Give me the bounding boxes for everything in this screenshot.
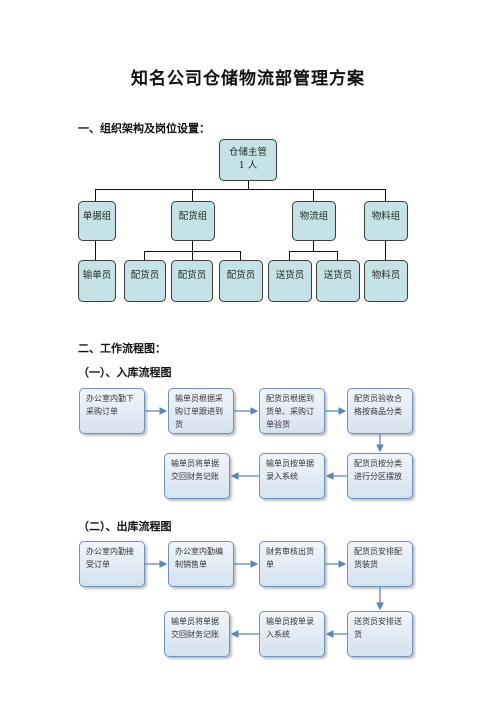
- org-connector: [192, 251, 193, 260]
- org-connector: [313, 189, 314, 201]
- inbound-step-7: 输单员将单据交回财务记账: [164, 453, 230, 499]
- org-group-logistics: 物流组: [292, 201, 336, 241]
- inbound-step-6: 输单员按单据录入系统: [259, 453, 325, 499]
- org-supervisor-box: 仓储主管 1 人: [219, 139, 277, 181]
- org-member-box: 送货员: [268, 260, 312, 302]
- section-workflow-heading: 二、工作流程图：: [78, 342, 166, 355]
- outbound-step-7: 输单员将单据交回财务记账: [164, 611, 230, 657]
- inbound-step-5: 配货员按分类进行分区摆放: [347, 453, 413, 499]
- org-connector: [95, 189, 96, 201]
- outbound-step-4: 配货员安排配货装货: [347, 541, 413, 587]
- document-title: 知名公司仓储物流部管理方案: [131, 69, 365, 89]
- org-group-distribution: 配货组: [171, 201, 215, 241]
- org-member-box: 配货员: [171, 260, 213, 302]
- org-connector: [192, 189, 193, 201]
- section-org-heading: 一、组织架构及岗位设置：: [78, 122, 210, 135]
- org-member-box: 配货员: [124, 260, 166, 302]
- org-member-box: 送货员: [316, 260, 360, 302]
- org-connector: [95, 241, 96, 260]
- org-connector: [144, 251, 145, 260]
- outbound-step-6: 输单员按单录入系统: [259, 611, 325, 657]
- outbound-step-1: 办公室内勤接受订单: [79, 541, 145, 587]
- org-connector: [385, 241, 386, 260]
- org-supervisor-title: 仓储主管: [228, 147, 267, 158]
- org-connector: [337, 251, 338, 260]
- org-connector: [240, 251, 241, 260]
- inbound-heading: （一）、入库流程图: [78, 366, 172, 379]
- org-group-documents: 单据组: [78, 201, 116, 241]
- org-connector: [289, 251, 337, 252]
- inbound-step-4: 配货员验收合格按商品分类: [347, 388, 413, 434]
- inbound-step-2: 输单员根据采购订单跟进到货: [168, 388, 234, 434]
- inbound-step-1: 办公室内勤下采购订单: [79, 388, 145, 434]
- org-group-materials: 物料组: [364, 201, 408, 241]
- org-connector: [313, 241, 314, 251]
- org-connector: [192, 241, 193, 251]
- org-connector: [289, 251, 290, 260]
- org-member-box: 输单员: [78, 260, 116, 302]
- org-member-box: 物料员: [364, 260, 408, 302]
- org-supervisor-count: 1 人: [238, 160, 258, 171]
- org-member-box: 配货员: [219, 260, 263, 302]
- inbound-step-3: 配货员根据到货单、采购订单验货: [259, 388, 325, 434]
- outbound-step-2: 办公室内勤编制销售单: [168, 541, 234, 587]
- outbound-heading: （二）、出库流程图: [78, 520, 172, 533]
- org-connector: [95, 189, 385, 190]
- outbound-step-5: 送货员安排送货: [347, 611, 413, 657]
- org-connector: [248, 181, 249, 189]
- org-connector: [385, 189, 386, 201]
- outbound-step-3: 财务审核出货单: [259, 541, 325, 587]
